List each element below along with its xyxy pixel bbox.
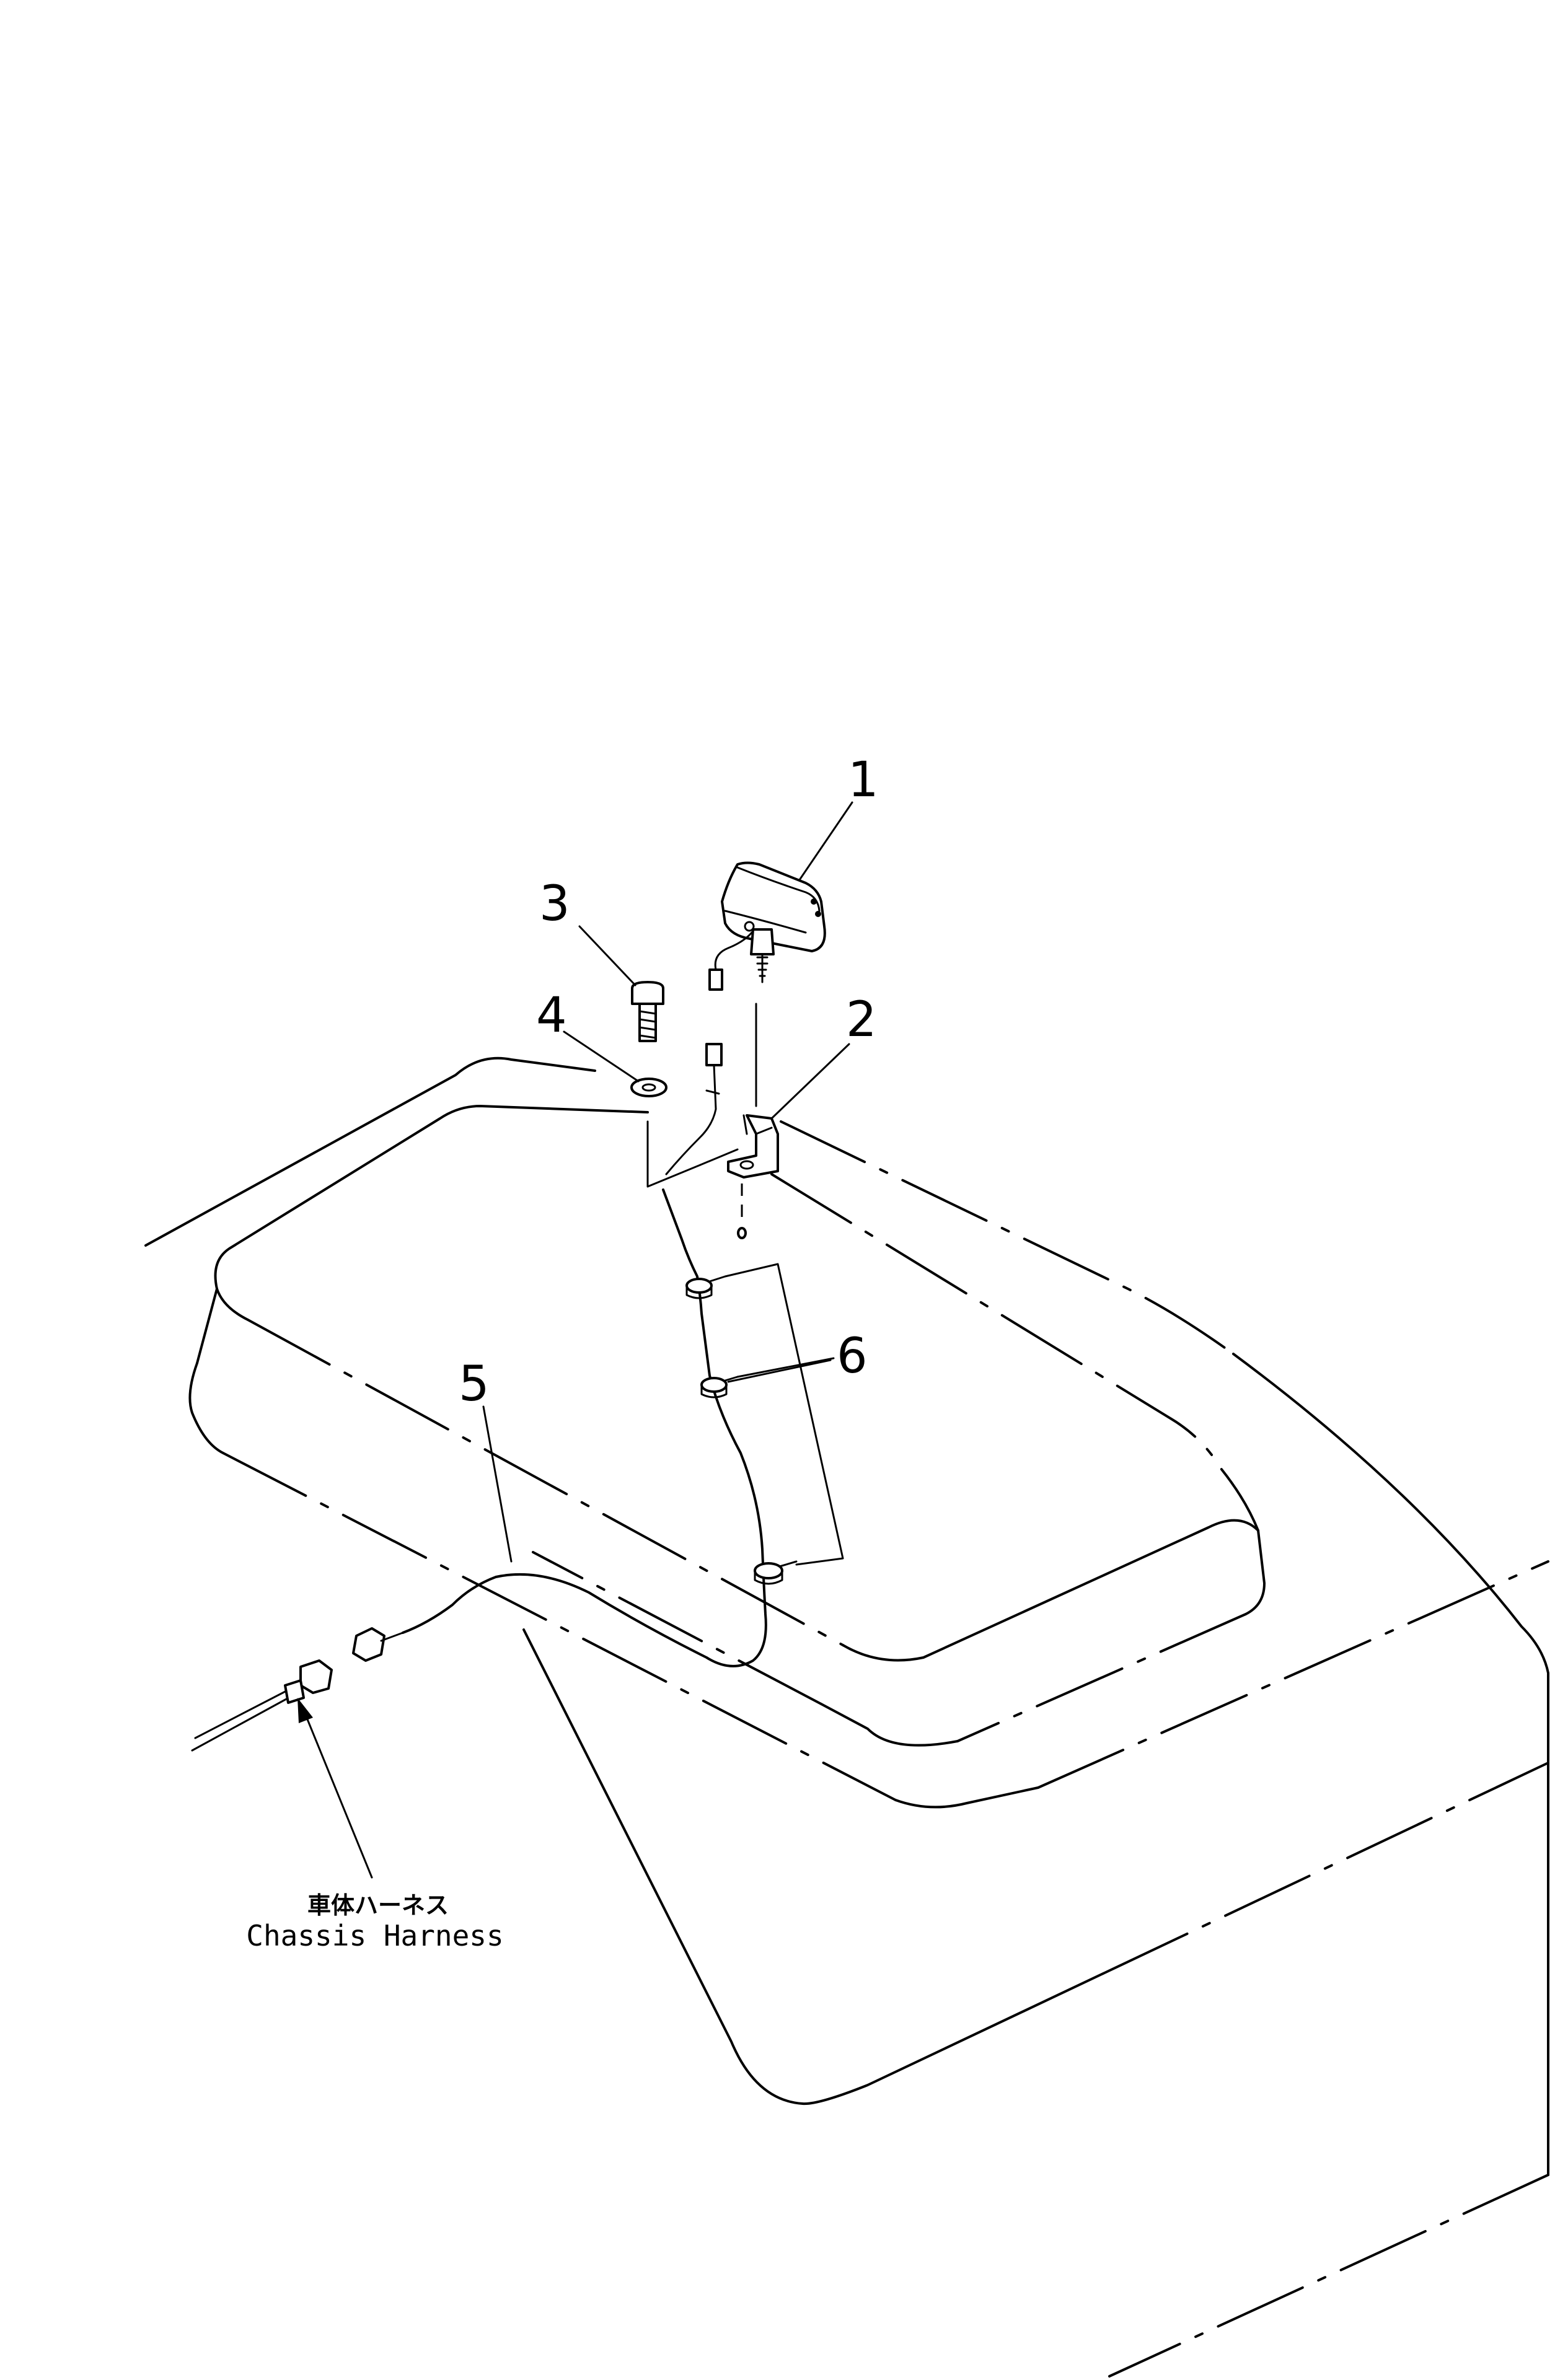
clip-upper (685, 1275, 726, 1299)
callout-3: 3 (539, 876, 570, 932)
callout-6: 6 (837, 1328, 868, 1384)
work-lamp (708, 861, 826, 1107)
callout-5: 5 (459, 1356, 490, 1412)
caption-jp: 車体ハーネス (307, 1892, 449, 1919)
washer (630, 1078, 720, 1141)
callout-2: 2 (846, 992, 877, 1048)
leader-lines (297, 801, 853, 1879)
body-outline (144, 1056, 1549, 2378)
caption-en: Chassis Harness (246, 1919, 503, 1952)
lamp-lead (665, 1043, 723, 1175)
lower-face (522, 1628, 1549, 2106)
bracket (646, 1114, 779, 1239)
clip-middle (700, 1376, 739, 1399)
callout-1: 1 (848, 752, 879, 808)
clips (685, 1263, 844, 1585)
harness (191, 1188, 767, 1752)
callout-4: 4 (536, 988, 567, 1043)
bolt (631, 981, 664, 1042)
top-deck (196, 1105, 1266, 1747)
clip-lower (754, 1560, 798, 1585)
